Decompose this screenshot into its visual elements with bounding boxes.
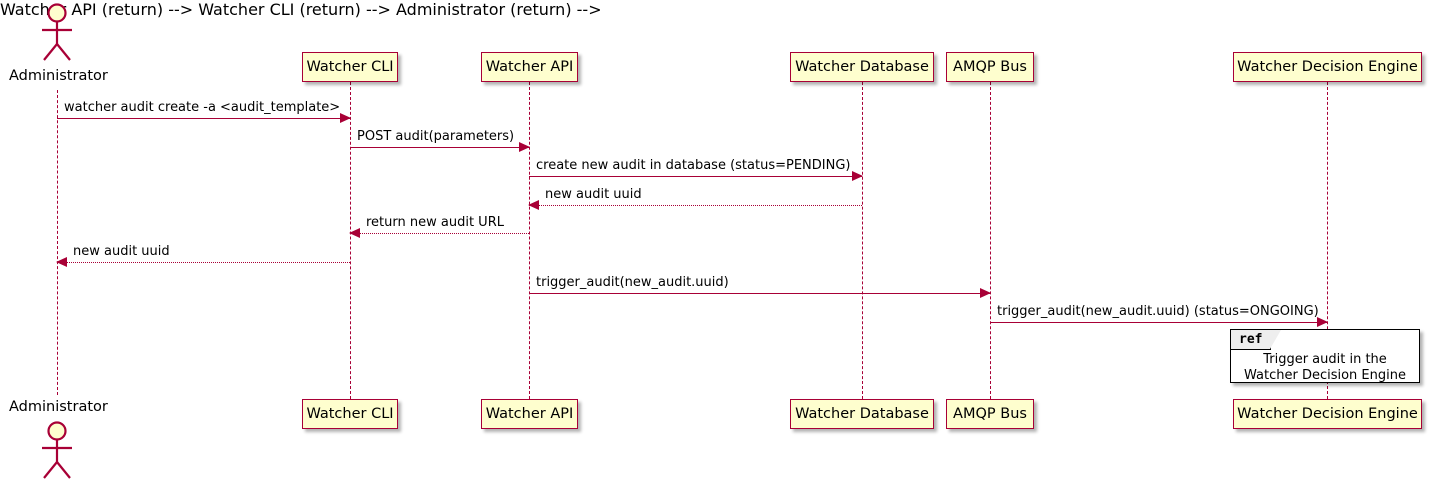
lifeline-amqp — [990, 82, 991, 399]
message-line — [529, 293, 990, 294]
message-line — [350, 147, 529, 148]
message-line — [529, 205, 862, 206]
arrowhead-right-icon — [980, 288, 991, 298]
lifeline-cli — [350, 82, 351, 399]
message-label: trigger_audit(new_audit.uuid) — [536, 275, 729, 290]
participant-api-bottom[interactable]: Watcher API — [481, 399, 578, 429]
participant-cli-bottom[interactable]: Watcher CLI — [302, 399, 398, 429]
message-line — [529, 176, 862, 177]
arrowhead-left-icon — [349, 228, 360, 238]
ref-fragment-line-1: Trigger audit in the — [1263, 352, 1387, 367]
message-label: new audit uuid — [73, 244, 170, 259]
participant-db-top[interactable]: Watcher Database — [790, 52, 934, 82]
actor-label-bottom: Administrator — [9, 399, 108, 415]
arrowhead-right-icon — [519, 142, 530, 152]
message-line — [57, 118, 350, 119]
message-line — [350, 233, 529, 234]
arrowhead-right-icon — [1317, 317, 1328, 327]
actor-label-top: Administrator — [9, 68, 108, 84]
ref-fragment-keyword: ref — [1231, 330, 1283, 350]
message-label: return new audit URL — [366, 215, 504, 230]
lifeline-db — [862, 82, 863, 399]
participant-cli-top[interactable]: Watcher CLI — [302, 52, 398, 82]
message-label: trigger_audit(new_audit.uuid) (status=ON… — [997, 304, 1319, 319]
arrowhead-left-icon — [528, 200, 539, 210]
ref-fragment-body: Trigger audit in the Watcher Decision En… — [1231, 352, 1419, 384]
ref-fragment-line-2: Watcher Decision Engine — [1244, 368, 1406, 383]
message-label: new audit uuid — [545, 187, 642, 202]
participant-api-top[interactable]: Watcher API — [481, 52, 578, 82]
participant-amqp-top[interactable]: AMQP Bus — [946, 52, 1034, 82]
message-line — [990, 322, 1327, 323]
lifeline-administrator — [57, 90, 58, 395]
message-label: POST audit(parameters) — [357, 129, 515, 144]
lifeline-api — [529, 82, 530, 399]
lifeline-wde — [1327, 82, 1328, 399]
participant-db-bottom[interactable]: Watcher Database — [790, 399, 934, 429]
actor-administrator-bottom — [31, 420, 83, 482]
participant-wde-top[interactable]: Watcher Decision Engine — [1233, 52, 1422, 82]
arrowhead-left-icon — [56, 257, 67, 267]
message-label: create new audit in database (status=PEN… — [536, 158, 851, 173]
arrowhead-right-icon — [340, 113, 351, 123]
arrowhead-right-icon — [852, 171, 863, 181]
actor-administrator-top — [31, 2, 83, 64]
message-line — [57, 262, 350, 263]
participant-amqp-bottom[interactable]: AMQP Bus — [946, 399, 1034, 429]
ref-fragment: ref Trigger audit in the Watcher Decisio… — [1230, 329, 1420, 383]
participant-wde-bottom[interactable]: Watcher Decision Engine — [1233, 399, 1422, 429]
message-label: watcher audit create -a <audit_template> — [64, 100, 341, 115]
